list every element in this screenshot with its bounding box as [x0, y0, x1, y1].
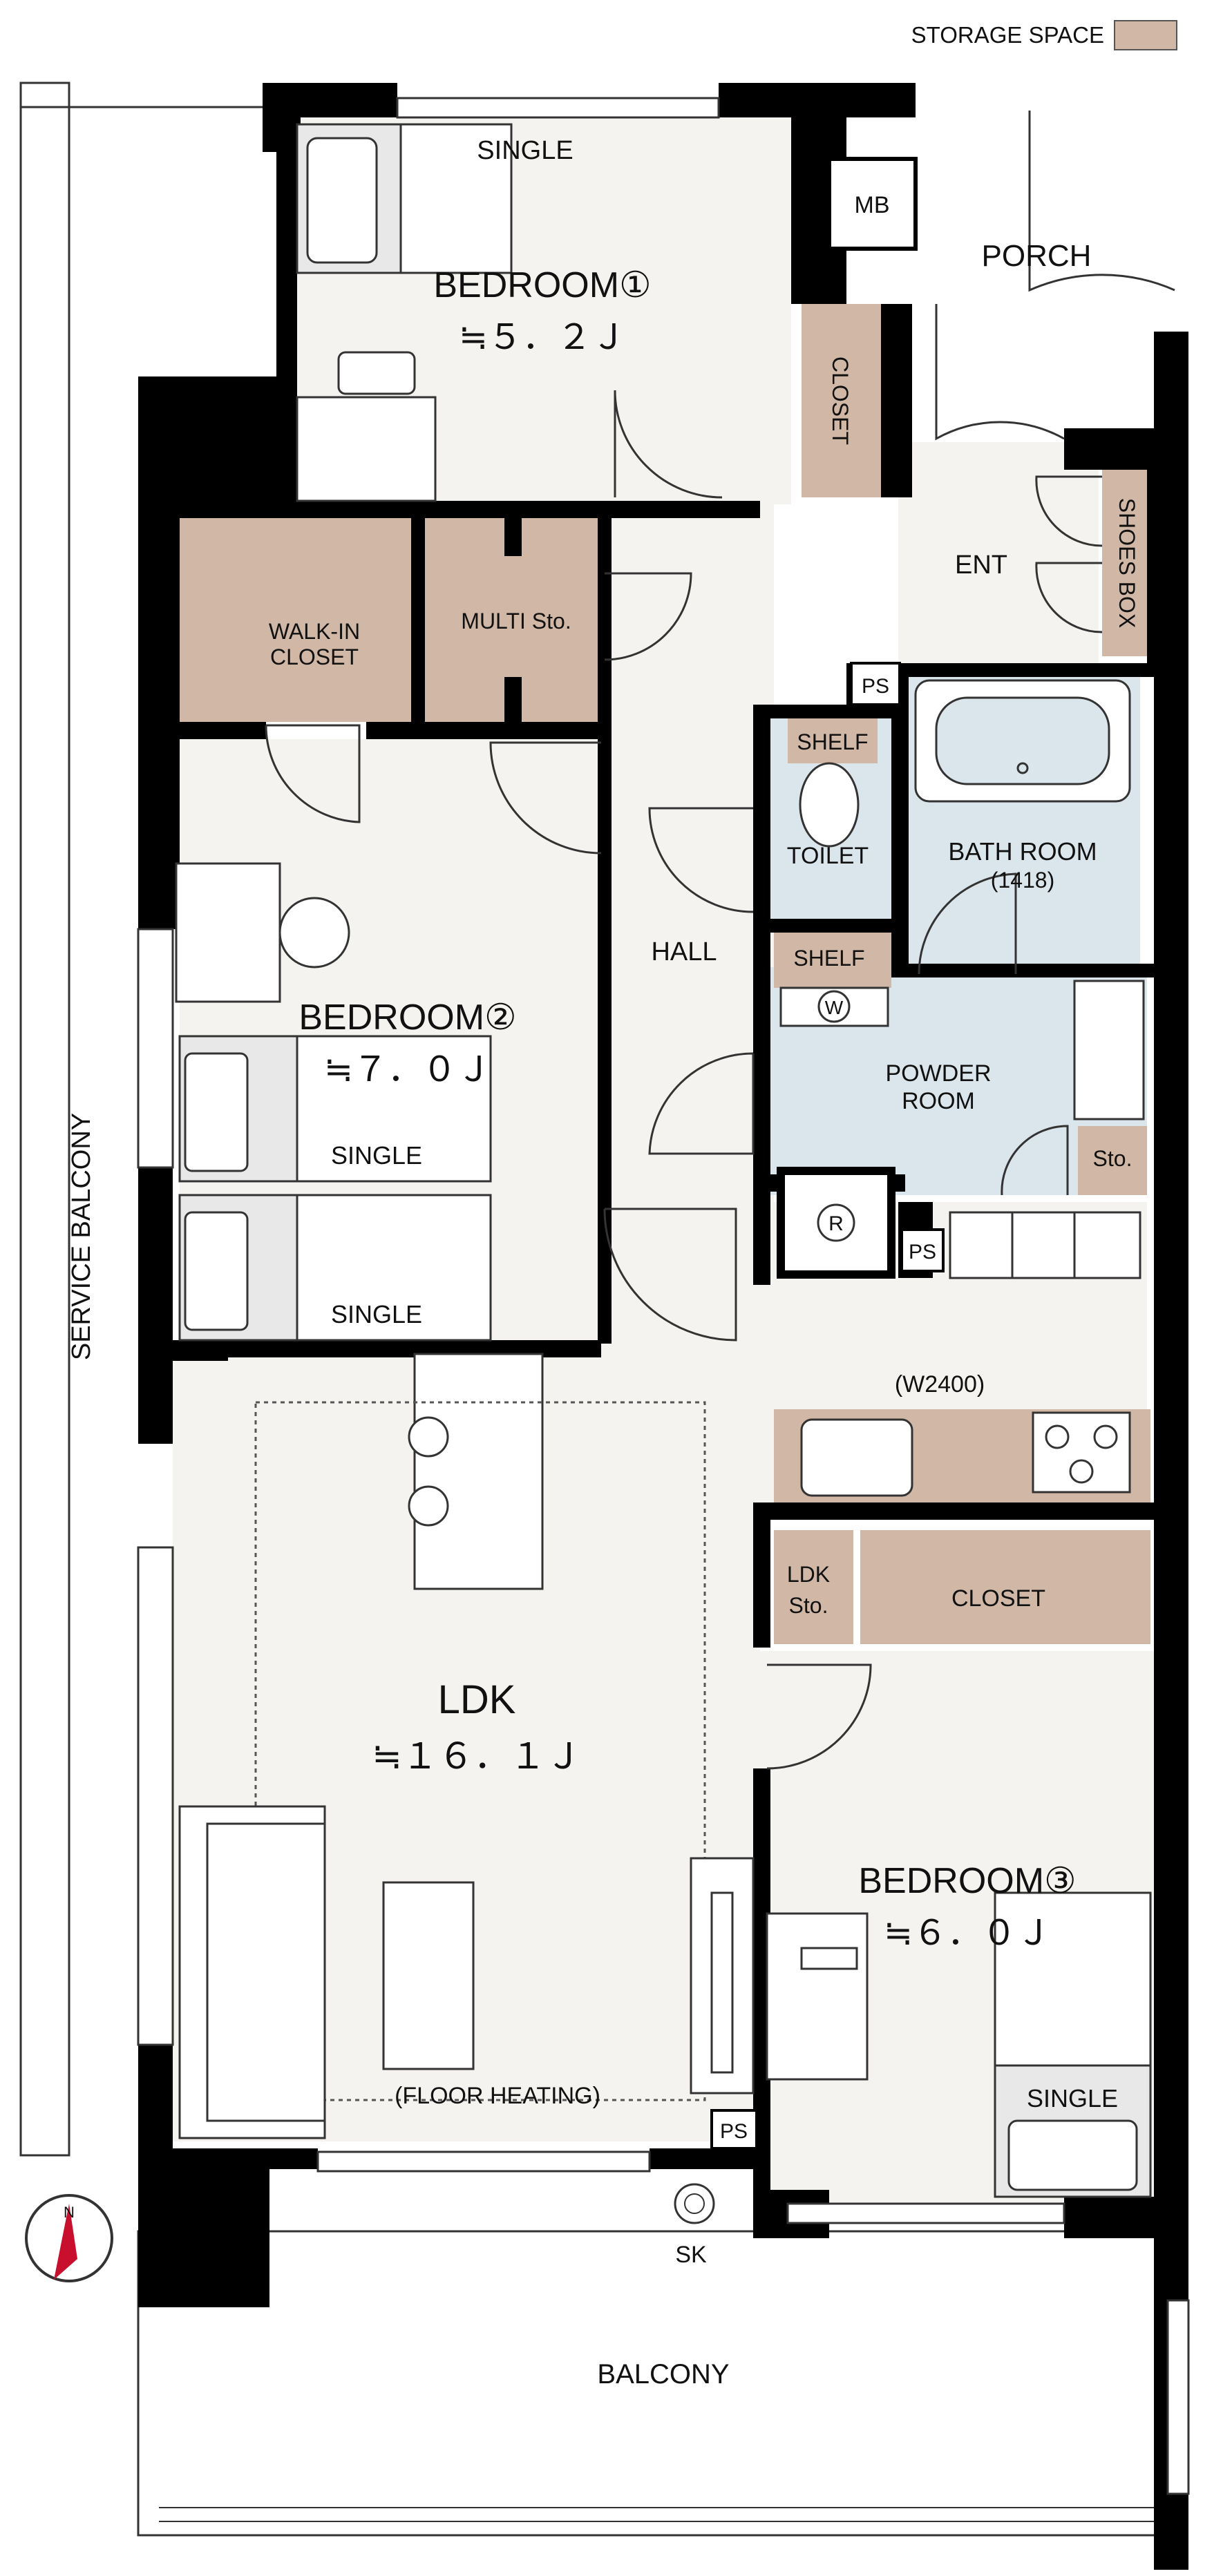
balcony-floor: [137, 2230, 1176, 2537]
legend-swatch: [1114, 20, 1177, 50]
bedroom1-size: ≒５．２Ｊ: [459, 317, 626, 357]
kitchen-width-label: (W2400): [895, 1371, 985, 1397]
furniture: [175, 123, 1152, 2198]
door-walkin: [265, 724, 361, 823]
balcony-label: BALCONY: [597, 2359, 729, 2389]
bedroom1-closet: [802, 304, 881, 497]
door-porch-b: [935, 304, 1065, 441]
walk-in-label-2: CLOSET: [270, 645, 359, 669]
multi-storage-label: MULTI Sto.: [461, 609, 571, 633]
bedroom3-name: BEDROOM③: [858, 1861, 1076, 1901]
ldk-storage-label-1: LDK: [787, 1562, 830, 1587]
ps3-label: PS: [720, 2120, 748, 2143]
bedroom2-bed-a-label: SINGLE: [331, 1141, 422, 1170]
bedroom3-size: ≒６．０Ｊ: [884, 1913, 1051, 1953]
powder-shelf: [774, 933, 891, 988]
toilet-shelf-label: SHELF: [797, 729, 868, 754]
labels: SINGLE BEDROOM① ≒５．２Ｊ MB PORCH CLOSET EN…: [67, 136, 1139, 2389]
door-hall-ldk: [603, 1208, 737, 1342]
powder-storage: [1078, 1126, 1147, 1195]
mb-label: MB: [855, 192, 890, 218]
door-bedroom1: [614, 390, 723, 499]
shoes-box-label: SHOES BOX: [1115, 498, 1139, 629]
toilet-shelf: [788, 718, 878, 763]
door-bath: [918, 872, 1017, 975]
bath-label: BATH ROOM: [948, 837, 1097, 866]
shoes-box: [1102, 470, 1150, 656]
closet-b1-label: CLOSET: [828, 356, 853, 445]
service-balcony-label: SERVICE BALCONY: [67, 1113, 96, 1360]
bedroom2-bed-b-label: SINGLE: [331, 1300, 422, 1328]
door-shoes-b: [1035, 562, 1103, 633]
compass-label: N: [64, 2204, 75, 2221]
bedroom1-bed-label: SINGLE: [477, 136, 573, 165]
bedroom2-name: BEDROOM②: [298, 998, 516, 1038]
door-bedroom2: [489, 741, 602, 855]
kitchen-sink: [800, 1418, 913, 1497]
bath-size: (1418): [991, 868, 1055, 893]
ldk-storage-label-2: Sto.: [789, 1593, 828, 1618]
bedroom1-name: BEDROOM①: [433, 265, 651, 305]
ent-floor: [898, 442, 1099, 663]
door-bedroom3: [766, 1663, 872, 1770]
ps1-label: PS: [862, 675, 889, 698]
ldk-storage: [774, 1530, 853, 1644]
kitchen-stove: [1032, 1411, 1131, 1494]
walk-in-label-1: WALK-IN: [269, 619, 360, 644]
powder-storage-label: Sto.: [1093, 1146, 1133, 1171]
fridge-label: R: [828, 1212, 844, 1235]
ldk-name: LDK: [438, 1677, 516, 1722]
sk-label: SK: [675, 2242, 707, 2268]
windows: [137, 97, 1190, 2495]
door-shoes-a: [1035, 475, 1103, 547]
bedroom3-bed-label: SINGLE: [1027, 2084, 1118, 2112]
desk-bedroom3: [766, 1912, 869, 2081]
doors: [265, 111, 1175, 1770]
floor-heating-area: [254, 1401, 706, 2101]
porch-floor: [912, 83, 1168, 442]
door-multi: [604, 572, 692, 661]
coffee-table: [382, 1881, 475, 2070]
door-powder-inner: [1001, 1125, 1069, 1196]
bedroom3-closet-label: CLOSET: [951, 1585, 1045, 1612]
powder-label-1: POWDER: [886, 1060, 992, 1087]
balconies: [19, 82, 1176, 2537]
floor-heating-label: (FLOOR HEATING): [395, 2083, 600, 2109]
bedroom2-size: ≒７．０Ｊ: [324, 1049, 491, 1089]
fridge: [777, 1167, 895, 1279]
service-balcony-rail: [19, 82, 70, 2157]
dining-table: [413, 1353, 544, 1590]
hall-label: HALL: [651, 937, 717, 966]
ldk-size: ≒１６．１Ｊ: [372, 1736, 582, 1777]
compass: N: [25, 2194, 113, 2282]
porch-label: PORCH: [982, 239, 1092, 273]
door-porch-a: [1028, 111, 1175, 292]
ps2-label: PS: [909, 1241, 936, 1263]
toilet-bowl: [799, 762, 860, 848]
legend: STORAGE SPACE: [911, 20, 1177, 50]
washer-label: W: [825, 997, 844, 1018]
ent-label: ENT: [955, 551, 1007, 580]
bedroom3-closet: [860, 1530, 1150, 1644]
door-powder: [648, 1052, 755, 1155]
door-toilet: [648, 807, 754, 913]
hall-floor: [608, 497, 774, 1368]
powder-shelf-label: SHELF: [793, 946, 864, 971]
mb-box: [827, 157, 918, 251]
compass-arrow-icon: [54, 2204, 77, 2280]
walk-in-closet: [180, 515, 411, 722]
toilet-label: TOILET: [787, 843, 869, 869]
powder-label-2: ROOM: [902, 1088, 975, 1114]
legend-label: STORAGE SPACE: [911, 22, 1104, 48]
fixtures: [674, 157, 1145, 2224]
